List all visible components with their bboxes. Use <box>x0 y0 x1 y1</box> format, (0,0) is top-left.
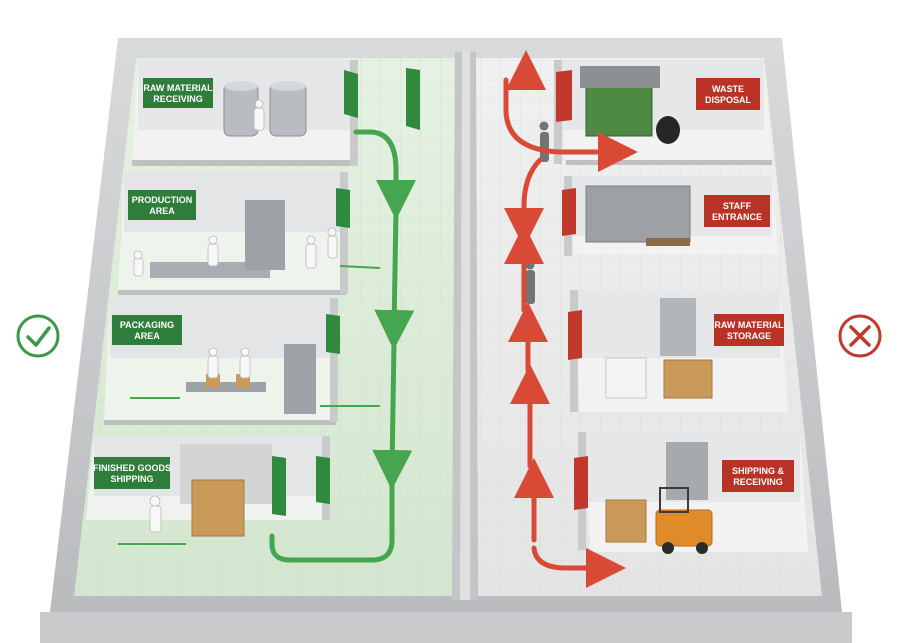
clean-flow-connectors <box>118 265 381 545</box>
label-text: AREA <box>134 331 160 341</box>
label-waste-disposal: WASTE DISPOSAL <box>696 78 760 110</box>
label-text: STORAGE <box>727 331 771 341</box>
label-text: PRODUCTION <box>132 195 193 205</box>
label-text: RECEIVING <box>733 477 783 487</box>
label-production-area: PRODUCTION AREA <box>128 190 196 220</box>
label-shipping-receiving: SHIPPING & RECEIVING <box>722 460 794 492</box>
label-raw-material-receiving: RAW MATERIAL RECEIVING <box>143 78 213 108</box>
label-text: AREA <box>149 206 175 216</box>
label-text: FINISHED GOODS <box>93 463 171 473</box>
x-circle-icon <box>838 314 882 358</box>
label-text: PACKAGING <box>120 320 174 330</box>
check-circle-icon <box>16 314 60 358</box>
label-text: RAW MATERIAL <box>143 83 213 93</box>
workers <box>133 99 549 533</box>
label-packaging-area: PACKAGING AREA <box>112 315 182 345</box>
label-text: ENTRANCE <box>712 212 762 222</box>
label-finished-goods-shipping: FINISHED GOODS SHIPPING <box>93 457 171 489</box>
label-text: DISPOSAL <box>705 95 752 105</box>
label-text: RAW MATERIAL <box>714 320 784 330</box>
cross-flow-path <box>503 50 638 588</box>
label-staff-entrance: STAFF ENTRANCE <box>704 195 770 227</box>
right-rooms <box>554 60 808 554</box>
label-text: SHIPPING & <box>732 466 785 476</box>
clean-flow-path <box>269 129 416 563</box>
label-text: WASTE <box>712 84 744 94</box>
label-text: STAFF <box>723 201 752 211</box>
label-raw-material-storage: RAW MATERIAL STORAGE <box>714 314 784 346</box>
label-text: SHIPPING <box>110 474 153 484</box>
label-text: RECEIVING <box>153 94 203 104</box>
